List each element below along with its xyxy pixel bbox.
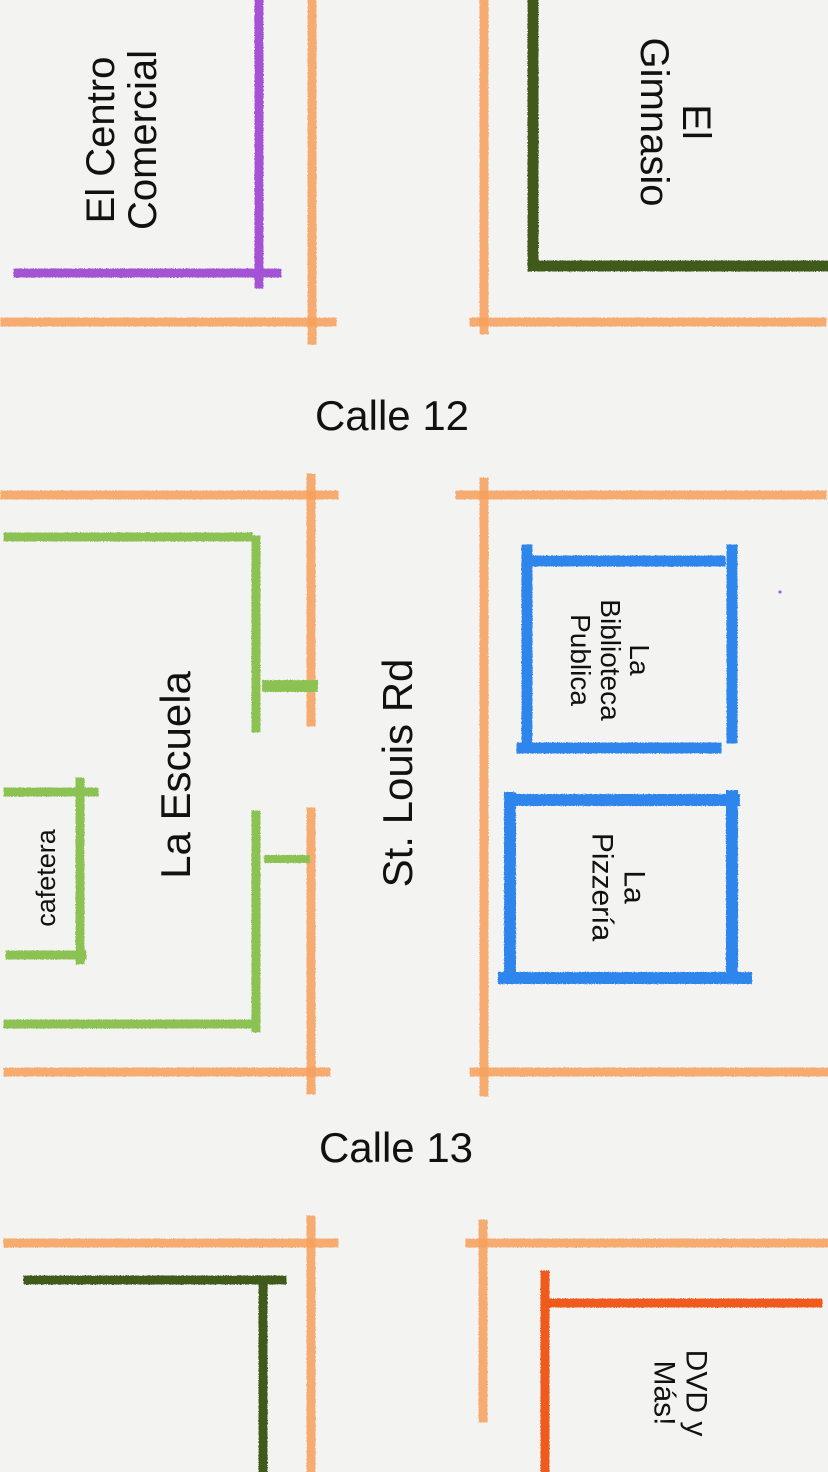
dvd-outline: [540, 1270, 823, 1472]
label-line: Más!: [648, 1360, 681, 1426]
cafetera-outline: [3, 777, 99, 965]
label-line: La: [617, 870, 651, 904]
label-pizzeria[interactable]: La Pizzería: [586, 832, 651, 942]
label-gimnasio[interactable]: El Gimnasio: [632, 37, 718, 207]
street-label-calle-13[interactable]: Calle 13: [318, 1123, 474, 1171]
pizzeria-outline: [498, 790, 752, 984]
label-line: La: [624, 644, 656, 676]
label-line: Gimnasio: [632, 37, 676, 207]
label-line: Pizzería: [586, 832, 619, 942]
escuela-outline: [3, 532, 318, 1033]
unnamed-building-outline: [23, 1275, 287, 1472]
label-line: Publica: [565, 614, 597, 706]
street-label-st-louis-rd[interactable]: St. Louis Rd: [373, 658, 421, 888]
label-centro-comercial[interactable]: El Centro Comercial: [79, 49, 165, 231]
gimnasio-outline: [527, 0, 828, 272]
label-cafetera[interactable]: cafetera: [30, 829, 61, 927]
label-escuela[interactable]: La Escuela: [151, 671, 199, 879]
street-label-calle-12[interactable]: Calle 12: [314, 391, 470, 439]
label-dvd-y-mas[interactable]: DVD y Más!: [648, 1349, 713, 1437]
stray-mark: [778, 590, 782, 594]
biblioteca-outline: [516, 544, 738, 754]
label-biblioteca[interactable]: La Biblioteca Publica: [565, 599, 656, 721]
label-line: Comercial: [121, 49, 165, 231]
label-line: Biblioteca: [594, 599, 626, 721]
label-line: El: [674, 104, 718, 140]
centro-comercial-outline: [13, 0, 282, 289]
label-line: DVD y: [679, 1349, 713, 1437]
label-line: El Centro: [79, 56, 123, 224]
